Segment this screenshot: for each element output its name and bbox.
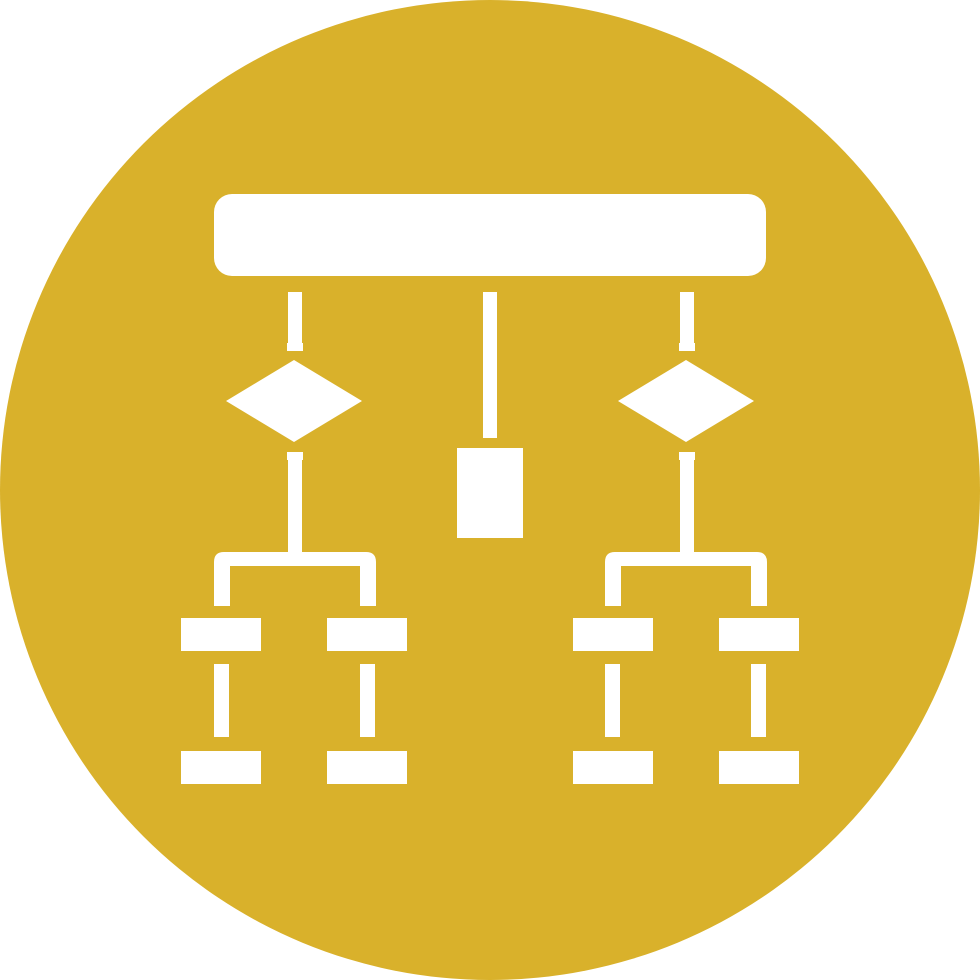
top-process-bar — [214, 194, 766, 276]
connector-right-stem-cap — [679, 452, 695, 460]
branch-split-left — [214, 552, 376, 606]
connector-left-top — [288, 292, 302, 344]
connector-right-stem — [680, 458, 694, 554]
process-box-row2-1 — [181, 751, 261, 784]
process-box-row1-3 — [573, 618, 653, 651]
connector-left-stem — [288, 458, 302, 554]
branch-split-right — [605, 552, 767, 606]
process-box-center — [457, 448, 523, 538]
connector-right-top-cap — [679, 343, 695, 351]
decision-diamond-left — [226, 360, 362, 442]
connector-center — [483, 292, 497, 438]
connector-col-3 — [605, 664, 620, 737]
connector-col-1 — [214, 664, 229, 737]
connector-left-top-cap — [287, 343, 303, 351]
process-box-row1-1 — [181, 618, 261, 651]
process-box-row2-3 — [573, 751, 653, 784]
process-box-row2-4 — [719, 751, 799, 784]
connector-col-4 — [751, 664, 766, 737]
process-box-row1-2 — [327, 618, 407, 651]
connector-left-stem-cap — [287, 452, 303, 460]
process-box-row2-2 — [327, 751, 407, 784]
decision-diamond-right — [618, 360, 754, 442]
process-box-row1-4 — [719, 618, 799, 651]
connector-col-2 — [360, 664, 375, 737]
connector-right-top — [680, 292, 694, 344]
